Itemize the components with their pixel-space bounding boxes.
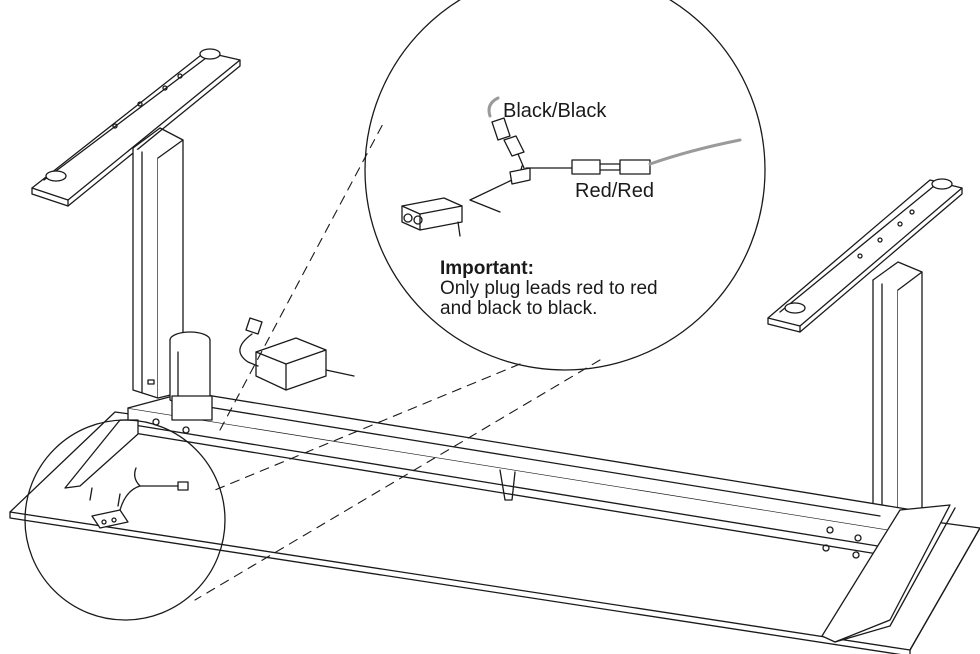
left-foot bbox=[64, 419, 139, 489]
right-column bbox=[872, 261, 923, 519]
left-top-bracket bbox=[31, 48, 241, 207]
left-column bbox=[132, 127, 184, 399]
note-line-2: and black to black. bbox=[440, 298, 598, 319]
large-detail-content bbox=[401, 96, 742, 237]
detail-circle-small bbox=[24, 419, 226, 621]
black-connector-label: Black/Black bbox=[503, 100, 607, 122]
note-line-1: Only plug leads red to red bbox=[440, 278, 658, 299]
note-title: Important: bbox=[440, 258, 534, 279]
red-connector-label: Red/Red bbox=[575, 180, 654, 202]
detail-circle-large bbox=[364, 0, 766, 371]
projection-lines bbox=[194, 119, 601, 601]
right-top-bracket bbox=[767, 178, 963, 333]
motor bbox=[169, 331, 213, 421]
control-box bbox=[239, 317, 355, 391]
desktop-panel bbox=[9, 411, 980, 651]
right-foot bbox=[821, 504, 951, 643]
small-detail-content bbox=[89, 467, 189, 529]
